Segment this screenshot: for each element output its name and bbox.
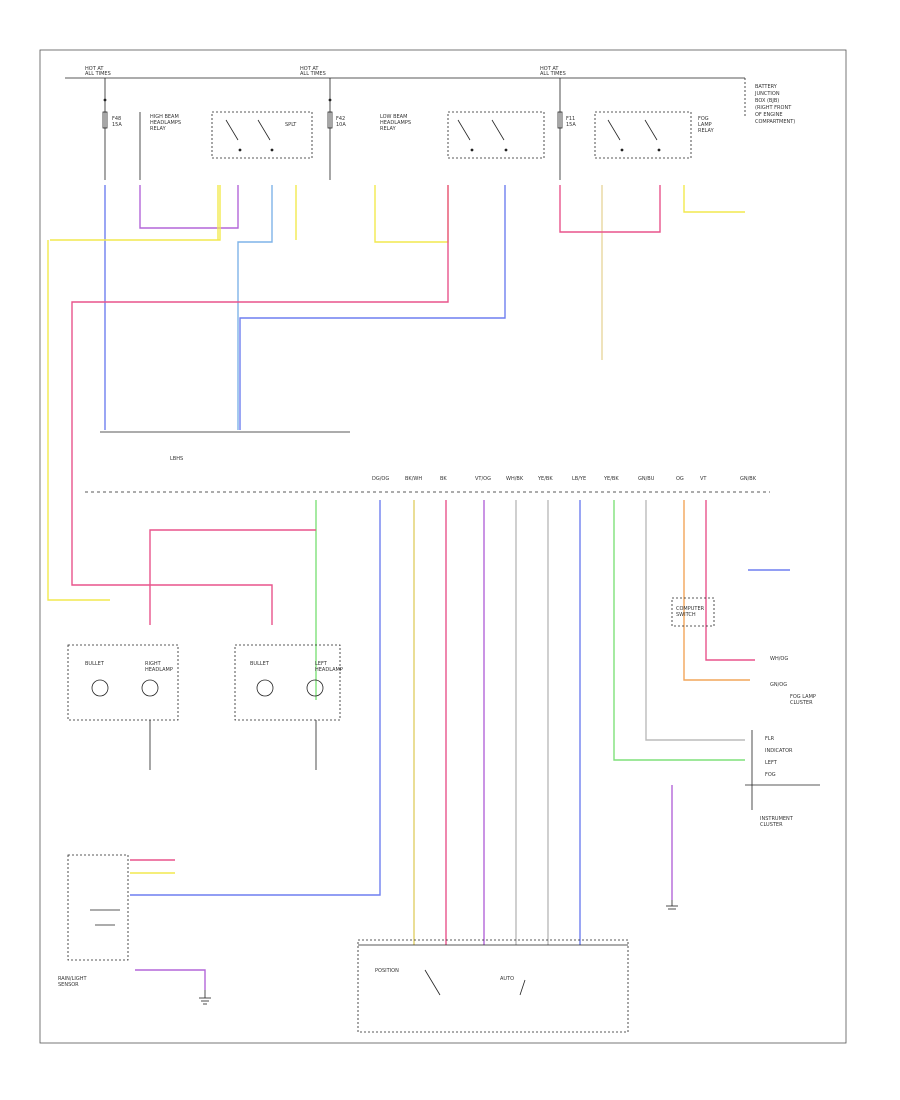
- svg-text:OF ENGINE: OF ENGINE: [755, 112, 783, 118]
- svg-text:RELAY: RELAY: [698, 128, 715, 134]
- svg-text:GN/OG: GN/OG: [770, 682, 787, 688]
- ground-symbols: [199, 900, 678, 1005]
- svg-text:HIGH BEAM: HIGH BEAM: [150, 114, 179, 120]
- connector-line: LBHS: [85, 431, 770, 493]
- svg-text:15A: 15A: [112, 122, 122, 128]
- svg-text:INSTRUMENT: INSTRUMENT: [760, 816, 794, 822]
- svg-text:HOT AT: HOT AT: [540, 66, 559, 72]
- svg-text:F42: F42: [336, 116, 345, 122]
- svg-text:CLUSTER: CLUSTER: [790, 700, 813, 706]
- headlamp-assemblies: BULLET RIGHT HEADLAMP BULLET LEFT HEADLA…: [67, 644, 343, 770]
- svg-text:LEFT: LEFT: [765, 760, 778, 766]
- svg-text:COMPUTER: COMPUTER: [676, 606, 705, 612]
- svg-text:LOW BEAM: LOW BEAM: [380, 114, 407, 120]
- svg-text:(RIGHT FRONT: (RIGHT FRONT: [755, 105, 792, 111]
- svg-text:WH/BK: WH/BK: [506, 476, 524, 482]
- svg-text:SPLT: SPLT: [285, 122, 297, 128]
- diagram-frame: [39, 49, 847, 1044]
- svg-text:15A: 15A: [566, 122, 576, 128]
- svg-text:AUTO: AUTO: [500, 976, 514, 982]
- svg-text:RELAY: RELAY: [380, 126, 397, 132]
- headlamp-switch: POSITION AUTO: [357, 939, 629, 1033]
- fog-lamp-components: COMPUTER SWITCH WH/OG GN/OG FOG LAMP CLU…: [671, 597, 820, 828]
- svg-text:F11: F11: [566, 116, 575, 122]
- svg-text:GN/BK: GN/BK: [740, 476, 757, 482]
- svg-text:LB/YE: LB/YE: [572, 476, 586, 482]
- svg-text:BK: BK: [440, 476, 447, 482]
- svg-text:RELAY: RELAY: [150, 126, 167, 132]
- svg-text:DG/OG: DG/OG: [372, 476, 389, 482]
- svg-text:SENSOR: SENSOR: [58, 982, 79, 988]
- svg-text:F48: F48: [112, 116, 121, 122]
- svg-text:FLR: FLR: [765, 736, 775, 742]
- svg-text:JUNCTION: JUNCTION: [754, 91, 780, 97]
- svg-text:RAIN/LIGHT: RAIN/LIGHT: [58, 976, 87, 982]
- svg-text:ALL TIMES: ALL TIMES: [540, 71, 566, 77]
- svg-text:LBHS: LBHS: [170, 456, 183, 462]
- svg-text:LAMP: LAMP: [698, 122, 712, 128]
- svg-text:OG: OG: [676, 476, 684, 482]
- svg-text:BATTERY: BATTERY: [755, 84, 778, 90]
- svg-text:ALL TIMES: ALL TIMES: [300, 71, 326, 77]
- svg-text:ALL TIMES: ALL TIMES: [85, 71, 111, 77]
- pin-labels: DG/OG BK/WH BK VT/OG WH/BK YE/BK LB/YE Y…: [372, 476, 757, 482]
- svg-text:INDICATOR: INDICATOR: [765, 748, 793, 754]
- svg-text:FOG LAMP: FOG LAMP: [790, 694, 816, 700]
- svg-text:BULLET: BULLET: [85, 661, 105, 667]
- svg-text:BK/WH: BK/WH: [405, 476, 422, 482]
- svg-text:HEADLAMPS: HEADLAMPS: [150, 120, 181, 126]
- svg-text:YE/BK: YE/BK: [537, 476, 553, 482]
- svg-text:HEADLAMP: HEADLAMP: [315, 667, 343, 673]
- svg-text:10A: 10A: [336, 122, 346, 128]
- svg-text:HOT AT: HOT AT: [85, 66, 104, 72]
- svg-text:POSITION: POSITION: [375, 968, 399, 974]
- svg-text:VT: VT: [700, 476, 707, 482]
- svg-text:FOG: FOG: [698, 116, 709, 122]
- svg-text:HOT AT: HOT AT: [300, 66, 319, 72]
- svg-text:SWITCH: SWITCH: [676, 612, 696, 618]
- top-power-bus: HOT AT ALL TIMES HOT AT ALL TIMES HOT AT…: [65, 66, 795, 125]
- svg-text:BULLET: BULLET: [250, 661, 270, 667]
- light-sensor: RAIN/LIGHT SENSOR: [58, 854, 129, 988]
- svg-text:HEADLAMP: HEADLAMP: [145, 667, 173, 673]
- svg-text:GN/BU: GN/BU: [638, 476, 655, 482]
- svg-text:RIGHT: RIGHT: [145, 661, 162, 667]
- svg-text:LEFT: LEFT: [315, 661, 328, 667]
- svg-text:FOG: FOG: [765, 772, 776, 778]
- fuse-relay-row: F48 15A HIGH BEAM HEADLAMPS RELAY SPLT F…: [102, 78, 715, 180]
- upper-wires: [47, 185, 790, 990]
- svg-text:WH/OG: WH/OG: [770, 656, 788, 662]
- svg-text:YE/BK: YE/BK: [603, 476, 619, 482]
- svg-text:COMPARTMENT): COMPARTMENT): [755, 119, 795, 125]
- svg-text:CLUSTER: CLUSTER: [760, 822, 783, 828]
- svg-text:VT/OG: VT/OG: [475, 476, 491, 482]
- svg-text:HEADLAMPS: HEADLAMPS: [380, 120, 411, 126]
- svg-text:BOX (BJB): BOX (BJB): [755, 98, 779, 104]
